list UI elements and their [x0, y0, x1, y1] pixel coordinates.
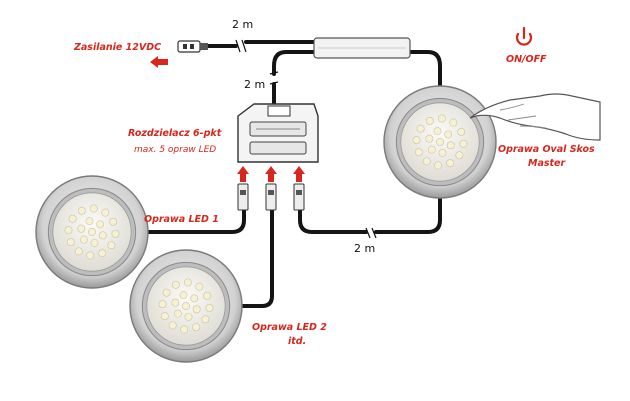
led2-label-line2: itd.	[288, 336, 306, 347]
led-chip	[192, 305, 201, 314]
led-chip	[190, 294, 199, 303]
led-chip	[437, 114, 446, 123]
led-chip	[412, 136, 421, 145]
led-chip	[77, 224, 86, 233]
led-chip	[184, 312, 193, 321]
power-label: Zasilanie 12VDC	[73, 42, 161, 53]
distributor-box	[237, 103, 319, 163]
led-chip	[455, 151, 464, 160]
led-chip	[457, 127, 466, 136]
power-plug	[177, 40, 208, 53]
hand-pointer-icon	[469, 93, 601, 141]
master-label-line1: Oprawa Oval Skos	[498, 144, 595, 155]
led-chip	[98, 249, 107, 258]
led-chip	[459, 139, 468, 148]
driver-to-distributor-cable	[272, 50, 318, 114]
led-chip	[201, 315, 210, 324]
master-label-line2: Master	[528, 158, 567, 169]
onoff-label: ON/OFF	[506, 54, 547, 65]
connector-left	[237, 183, 249, 211]
led-chip	[425, 116, 434, 125]
led-chip	[162, 288, 171, 297]
led-chip	[433, 127, 442, 136]
distributor-note: max. 5 opraw LED	[134, 145, 216, 155]
led-chip	[436, 138, 444, 146]
fixture-led-2	[129, 249, 243, 363]
distributor-connectors	[237, 183, 305, 211]
led-chip	[109, 217, 118, 226]
fixture-led-1	[35, 175, 149, 289]
led-chip	[111, 229, 120, 238]
led-chip	[171, 298, 180, 307]
led-chip	[416, 124, 425, 133]
distributor-label: Rozdzielacz 6-pkt	[128, 128, 222, 139]
led-chip	[434, 161, 443, 170]
cables	[138, 40, 442, 308]
dim-label-bottom: 2 m	[354, 242, 375, 255]
arrow-up-icon	[237, 166, 305, 182]
led-chip	[160, 312, 169, 321]
led1-label: Oprawa LED 1	[144, 214, 219, 225]
led-chip	[195, 282, 204, 291]
power-icon	[515, 26, 533, 46]
led-chip	[438, 148, 447, 157]
led-chip	[85, 217, 94, 226]
led-chip	[107, 241, 116, 250]
led-chip	[446, 159, 455, 168]
led-chip	[444, 130, 453, 139]
led-chip	[179, 291, 188, 300]
led-chip	[205, 303, 214, 312]
led-chip	[79, 235, 88, 244]
led-chip	[173, 309, 182, 318]
arrow-left-icon	[150, 56, 168, 68]
led-chip	[183, 278, 192, 287]
connector-middle	[265, 183, 277, 211]
led1-cable	[138, 206, 246, 234]
led2-cable	[230, 208, 274, 308]
led-chip	[414, 148, 423, 157]
led-chip	[86, 251, 95, 260]
led-chip	[192, 323, 201, 332]
led-chip	[427, 145, 436, 154]
led-driver	[313, 37, 411, 59]
led-chip	[446, 141, 455, 150]
led-chip	[96, 220, 105, 229]
led-chip	[203, 291, 212, 300]
led-chip	[158, 300, 167, 309]
driver-to-master-cable	[406, 50, 442, 106]
led-chip	[74, 247, 83, 256]
connector-right	[293, 183, 305, 211]
cable-breaks	[235, 39, 377, 239]
led-chip	[180, 325, 189, 334]
led-chip	[449, 118, 458, 127]
led-chip	[171, 280, 180, 289]
led-chip	[68, 214, 77, 223]
dim-label-top: 2 m	[232, 18, 253, 31]
power-cable	[204, 40, 318, 48]
led2-label-line1: Oprawa LED 2	[252, 322, 327, 333]
led-chip	[182, 302, 190, 310]
master-return-cable	[298, 188, 442, 234]
led-chip	[64, 226, 73, 235]
led-chip	[90, 238, 99, 247]
led-chip	[101, 208, 110, 217]
led-chip	[88, 228, 96, 236]
led-chip	[98, 231, 107, 240]
led-chip	[422, 157, 431, 166]
led-chip	[168, 321, 177, 330]
led-chip	[66, 238, 75, 247]
led-chip	[77, 206, 86, 215]
led-chip	[89, 204, 98, 213]
fixture-master	[383, 85, 497, 199]
dim-label-mid: 2 m	[244, 78, 265, 91]
led-chip	[425, 134, 434, 143]
